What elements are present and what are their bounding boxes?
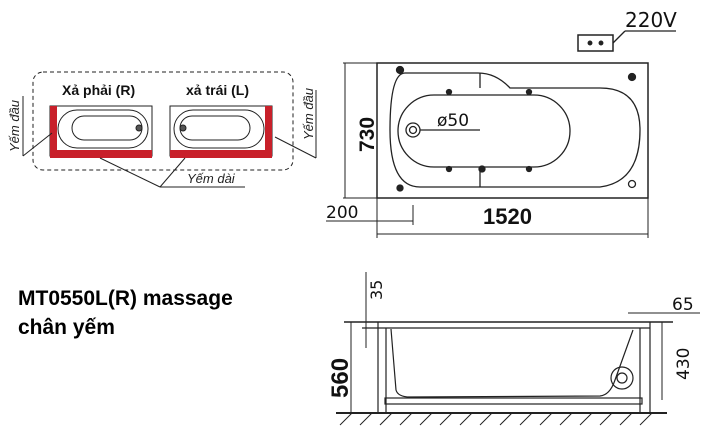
drain-offset-dimension: 200	[326, 203, 358, 223]
head-skirt-label-left: Yếm đầu	[7, 100, 22, 152]
drain-diameter-label: ø50	[437, 111, 469, 131]
product-title-line2: chân yếm	[18, 316, 115, 339]
right-drain-label: Xả phải (R)	[62, 82, 135, 98]
width-dimension: 730	[356, 117, 379, 152]
inner-height-dimension: 430	[674, 348, 694, 380]
product-title-line1: MT0550L(R) massage	[18, 287, 233, 310]
length-dimension: 1520	[483, 204, 532, 229]
rim-dimension: 35	[367, 280, 386, 300]
plan-view	[326, 30, 676, 238]
offset-dimension: 65	[672, 295, 694, 315]
head-skirt-label-right: Yếm đầu	[301, 88, 316, 140]
power-label: 220V	[625, 8, 677, 32]
skirt-diagram	[22, 71, 317, 188]
long-skirt-label: Yếm dài	[187, 171, 236, 186]
side-view	[336, 272, 700, 426]
left-drain-label: xả trái (L)	[186, 82, 249, 98]
height-dimension: 560	[327, 358, 354, 398]
product-title: MT0550L(R) massage chân yếm	[18, 284, 233, 342]
